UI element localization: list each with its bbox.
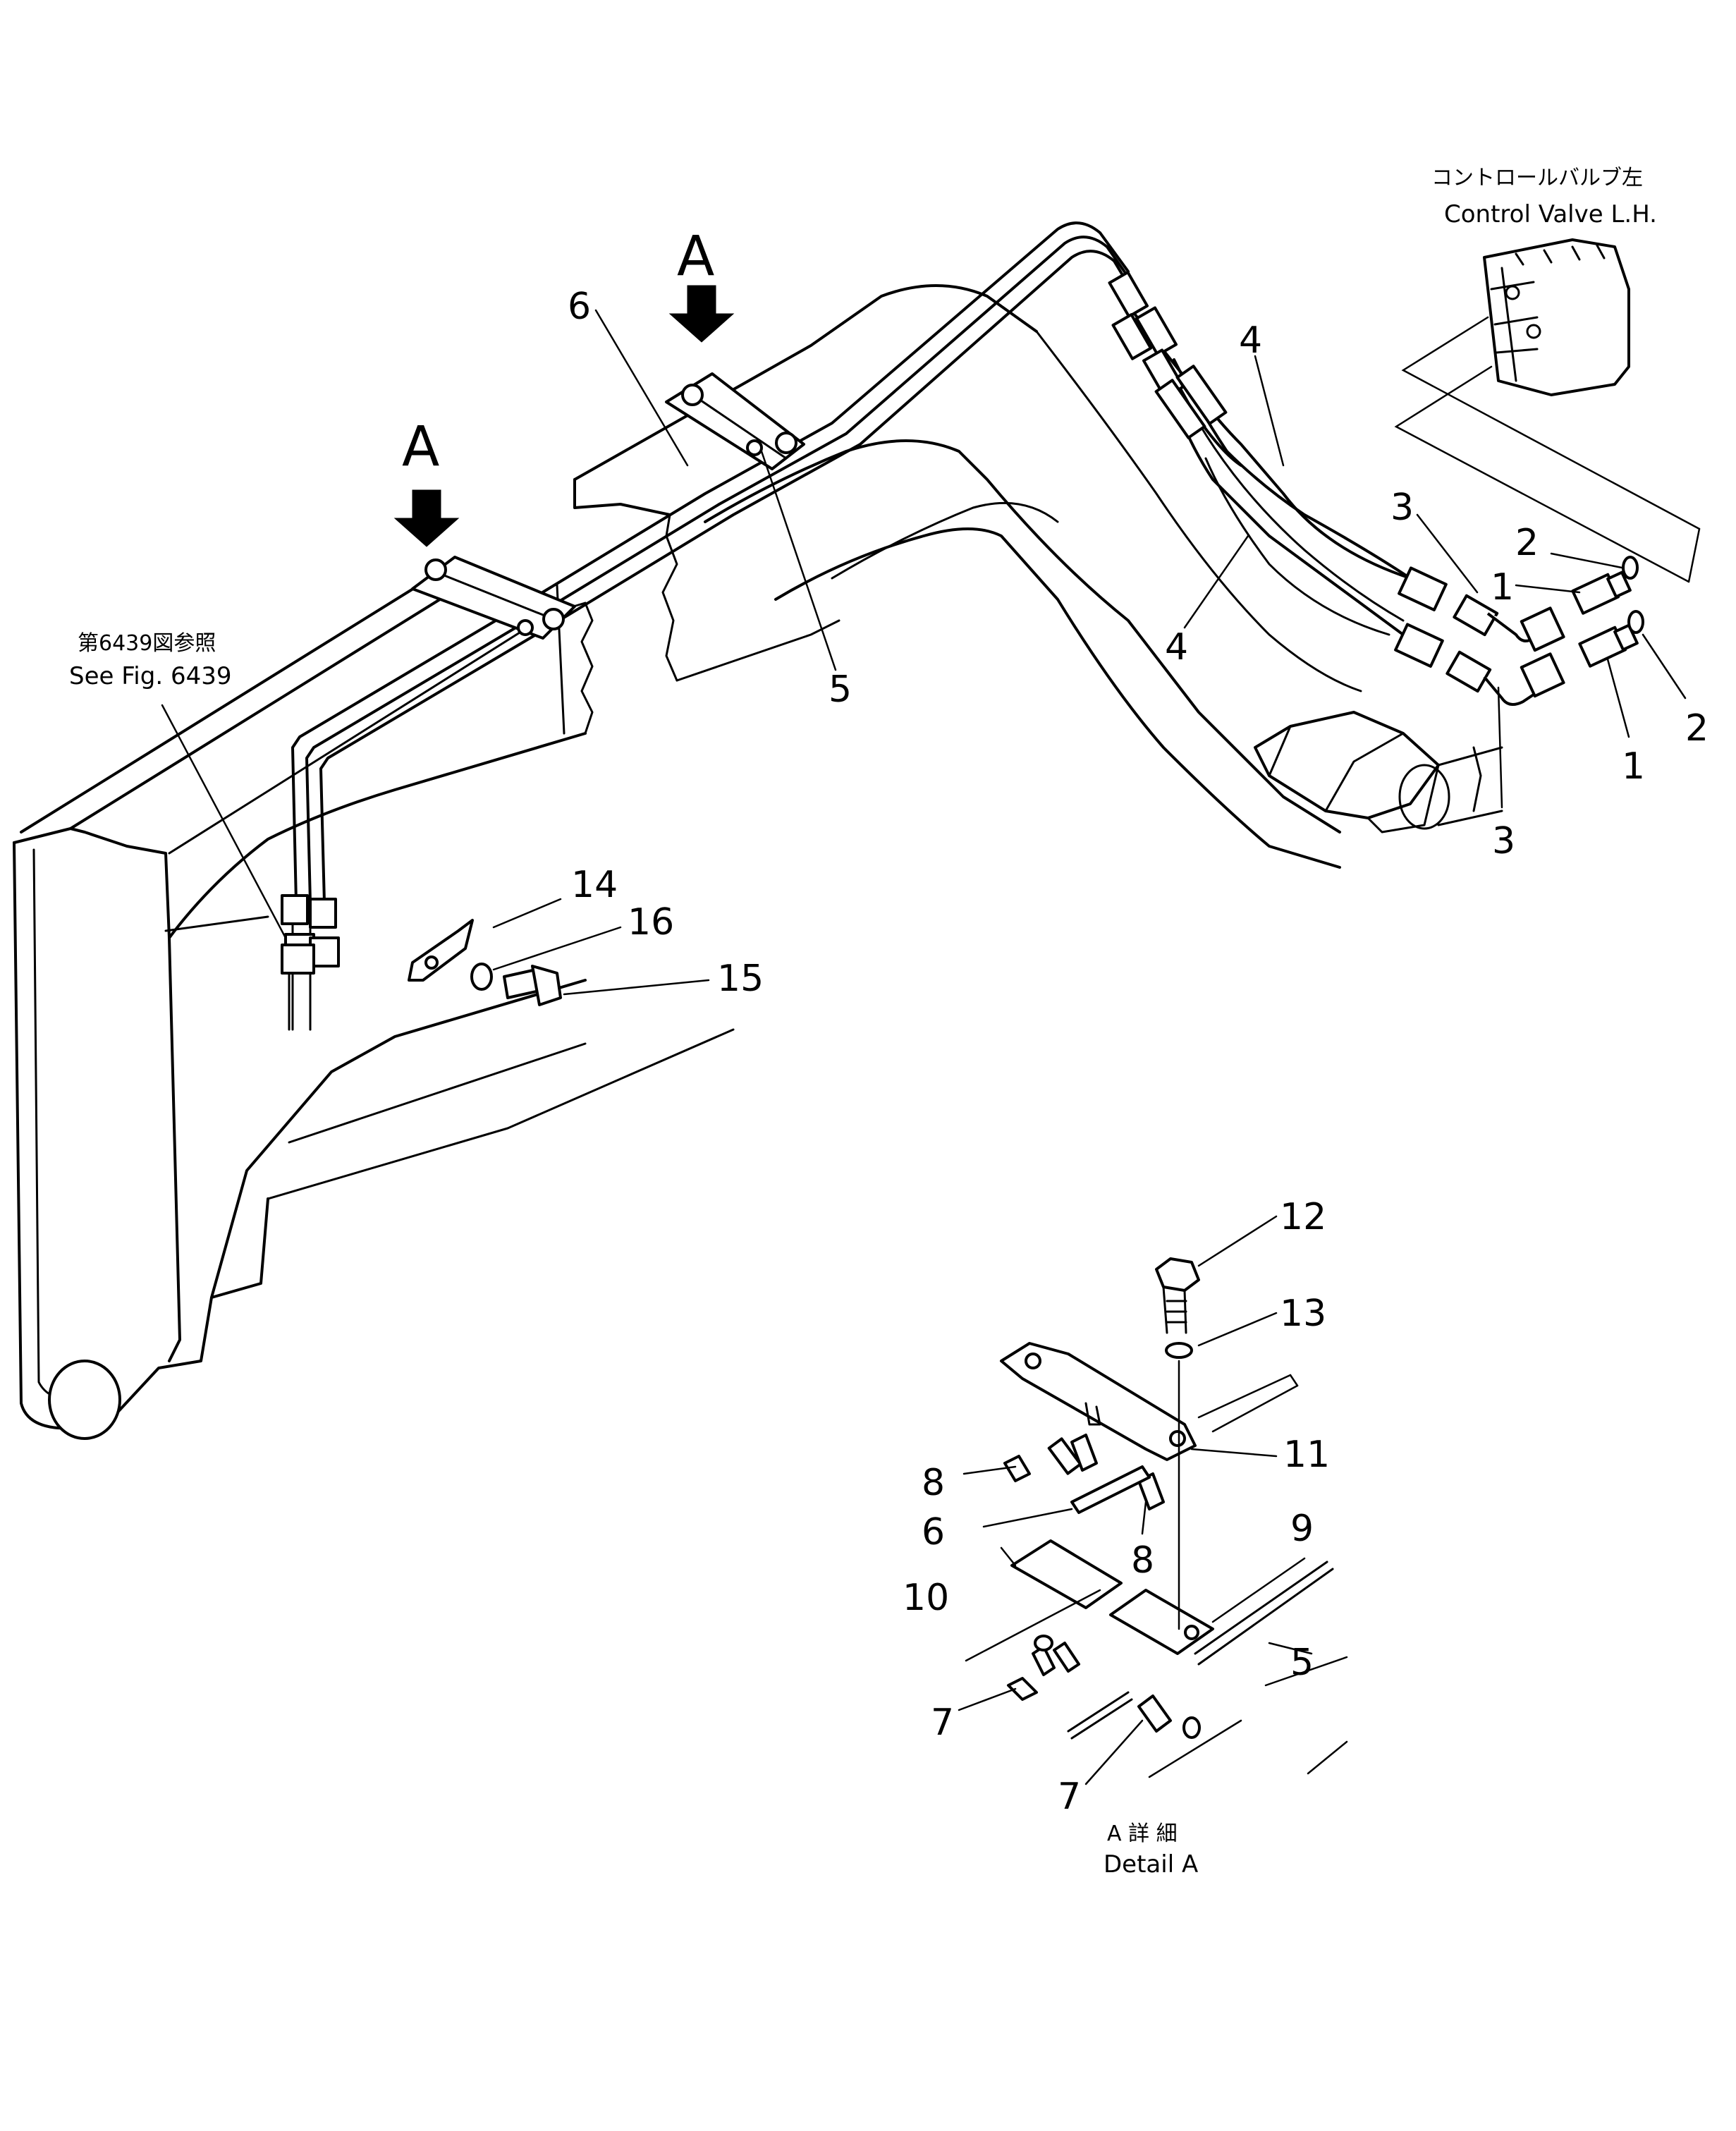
leader-11: [1190, 1448, 1278, 1458]
leader-3-upper: [1416, 513, 1479, 594]
leader-12: [1197, 1215, 1278, 1267]
leader-6: [594, 309, 689, 467]
leader-5: [760, 450, 837, 671]
label-3-lower: 3: [1492, 820, 1515, 862]
label-8-left: 8: [922, 1462, 945, 1504]
detail-plate-10: [1010, 1539, 1123, 1609]
hose-end-nuts: [1394, 566, 1448, 668]
leader-7-right: [1084, 1719, 1144, 1785]
o-ring-lower: [1627, 610, 1644, 634]
leader-4-lower: [1183, 535, 1249, 629]
boom-foot-pin: [48, 1360, 121, 1440]
label-2-lower: 2: [1685, 707, 1709, 750]
detail-caption-jp: A 詳 細: [1107, 1821, 1178, 1846]
label-6: 6: [568, 286, 591, 328]
control-valve-lh: [1394, 238, 1701, 583]
leader-2-upper: [1550, 552, 1623, 569]
o-ring-upper: [1622, 556, 1639, 580]
detail-washer-13: [1165, 1342, 1193, 1359]
leader-13: [1197, 1312, 1278, 1347]
leader-9: [1211, 1557, 1306, 1623]
label-8-right: 8: [1131, 1539, 1154, 1582]
leader-7-left: [958, 1687, 1017, 1711]
detail-a: [965, 1257, 1348, 1778]
view-arrow-middle: [668, 285, 735, 343]
label-7-left: 7: [931, 1702, 954, 1744]
clamp-assembly-left: [411, 556, 576, 640]
label-11: 11: [1283, 1434, 1330, 1476]
captions: コントロールバルブ左 Control Valve L.H. 第6439図参照 S…: [69, 166, 1657, 1879]
bolt-15: [503, 965, 562, 1006]
elbow-fitting-upper: [1453, 594, 1565, 652]
leader-14: [492, 898, 562, 929]
label-15: 15: [717, 958, 764, 1000]
label-5: 5: [829, 668, 852, 711]
leader-16: [492, 926, 622, 971]
leader-lines: [161, 309, 1687, 1785]
clamp-assembly-middle: [665, 372, 805, 470]
view-marker-middle: A: [677, 225, 714, 288]
label-16: 16: [628, 901, 674, 944]
label-1-lower: 1: [1622, 745, 1645, 788]
view-arrow-left: [393, 489, 460, 547]
label-3-upper: 3: [1390, 487, 1414, 529]
see-fig-fittings: [281, 944, 315, 1031]
boom-end-fittings: [1108, 271, 1228, 439]
washer-16: [470, 963, 493, 991]
leader-6-detail: [982, 1508, 1073, 1528]
leader-1-upper: [1515, 584, 1581, 594]
label-13: 13: [1280, 1293, 1326, 1335]
elbow-fitting-lower: [1445, 650, 1565, 706]
view-arrows: [393, 285, 735, 547]
label-5-detail: 5: [1290, 1642, 1314, 1684]
view-marker-labels: A A: [402, 225, 714, 479]
fittings: [281, 271, 1644, 967]
leader-4-upper: [1254, 355, 1285, 467]
view-marker-left: A: [402, 415, 439, 479]
leader-8-left: [962, 1465, 1017, 1475]
label-2-upper: 2: [1515, 522, 1539, 564]
detail-plate-9: [1109, 1589, 1214, 1655]
label-12: 12: [1280, 1196, 1326, 1238]
control-valve-caption-en: Control Valve L.H.: [1444, 200, 1657, 228]
clamp-bracket-14: [408, 919, 474, 982]
control-valve-caption-jp: コントロールバルブ左: [1431, 166, 1643, 190]
part-number-labels: 6 5 4 4 3 3 1 1 2 2 14 16 15 12 13 11 9 …: [568, 286, 1709, 1818]
boom-structure: [13, 284, 1503, 1440]
label-1-upper: 1: [1491, 566, 1514, 609]
label-6-detail: 6: [922, 1511, 945, 1553]
detail-clamp-11: [1000, 1342, 1197, 1461]
see-fig-caption-jp: 第6439図参照: [78, 631, 216, 656]
leader-8-right: [1141, 1501, 1147, 1535]
leader-5-detail: [1268, 1642, 1313, 1655]
leader-see-fig: [161, 704, 287, 939]
leader-3-lower: [1497, 686, 1503, 809]
label-4-lower: 4: [1165, 626, 1188, 668]
leader-15: [563, 979, 710, 996]
label-14: 14: [571, 864, 618, 906]
label-10: 10: [903, 1577, 949, 1619]
label-9: 9: [1290, 1508, 1314, 1550]
label-7-right: 7: [1058, 1776, 1081, 1818]
connector-lower: [1578, 623, 1639, 668]
leader-1-lower: [1606, 658, 1630, 738]
see-fig-caption-en: See Fig. 6439: [69, 662, 231, 690]
connector-upper: [1571, 570, 1632, 615]
leader-2-lower: [1642, 633, 1687, 700]
leader-10: [1000, 1546, 1017, 1567]
detail-caption-en: Detail A: [1104, 1850, 1198, 1879]
label-4-upper: 4: [1239, 319, 1262, 362]
detail-bolt-12: [1155, 1257, 1200, 1334]
